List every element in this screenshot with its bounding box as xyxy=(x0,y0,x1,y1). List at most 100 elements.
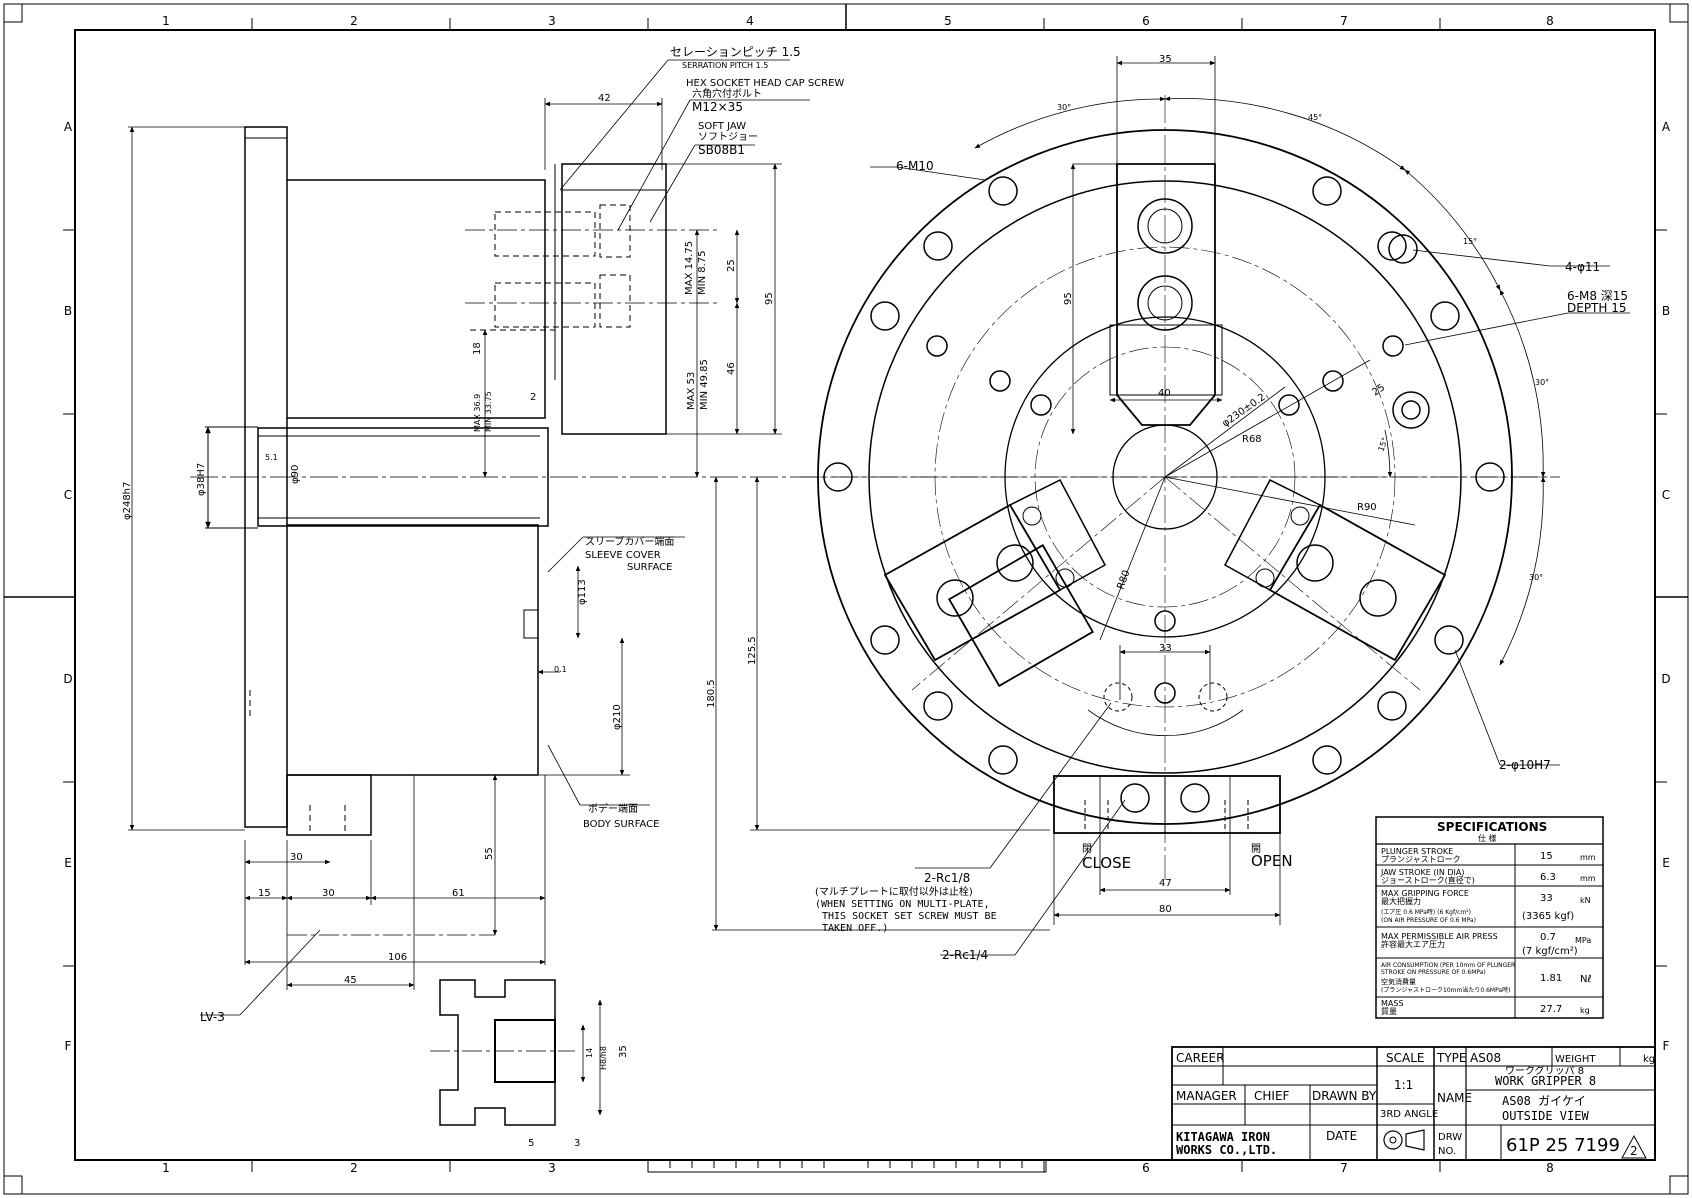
drw-label: DRW xyxy=(1438,1132,1462,1143)
drw-no-label: NO. xyxy=(1438,1146,1456,1157)
dim-max53: MAX 53 xyxy=(686,372,697,410)
spec-row-label-jp: ジョーストローク(直径で) xyxy=(1381,875,1475,885)
angle-15b: 15° xyxy=(1376,436,1389,452)
dim-25: 25 xyxy=(726,259,737,272)
spec-unit: kN xyxy=(1580,896,1591,905)
side-view xyxy=(190,126,1560,836)
row-label: E xyxy=(64,856,72,870)
name-label: NAME xyxy=(1437,1091,1472,1105)
drawn-by-label: DRAWN BY xyxy=(1312,1089,1377,1103)
spec-unit: MPa xyxy=(1575,936,1591,945)
col-label: 8 xyxy=(1546,1161,1554,1175)
dim-14: 14 xyxy=(585,1048,594,1058)
dim-46: 46 xyxy=(726,362,737,375)
spec-unit: kg xyxy=(1580,1006,1590,1015)
dim-38: φ38H7 xyxy=(196,463,207,496)
dim-42: 42 xyxy=(598,93,611,104)
dim-min4985: MIN 49.85 xyxy=(699,359,710,410)
note-line1: (WHEN SETTING ON MULTI-PLATE, xyxy=(815,899,990,910)
col-label: 4 xyxy=(746,14,754,28)
spec-row-label-jp: 質量 xyxy=(1381,1006,1397,1016)
angle-30c: 30° xyxy=(1529,573,1543,582)
screw-size: M12×35 xyxy=(692,100,743,114)
dim-80: 80 xyxy=(1159,904,1172,915)
label-2-rc18: 2-Rc1/8 xyxy=(924,871,970,885)
border-labels: 1 2 3 4 5 6 7 8 1 2 3 6 7 8 A B C D E F … xyxy=(63,14,1671,1175)
screw-label-jp: 六角穴付ボルト xyxy=(692,87,762,100)
dim-210: φ210 xyxy=(612,704,623,730)
row-label: A xyxy=(64,120,73,134)
col-label: 2 xyxy=(350,14,358,28)
col-label: 1 xyxy=(162,14,170,28)
dim-61: 61 xyxy=(452,888,465,899)
label-depth: DEPTH 15 xyxy=(1567,301,1627,315)
row-label: A xyxy=(1662,120,1671,134)
front-view-labels: 6-M10 4-φ11 6-M8 深15 DEPTH 15 2-φ10H7 2-… xyxy=(815,54,1628,962)
jaw-code: SB08B1 xyxy=(698,143,745,157)
spec-value-alt: (3365 kgf) xyxy=(1522,911,1574,922)
spec-value: 1.81 xyxy=(1540,973,1562,984)
dim-r68: R68 xyxy=(1242,434,1262,445)
sleeve-label-jp: スリーブカバー端面 xyxy=(585,535,674,548)
chief-label: CHIEF xyxy=(1254,1089,1290,1103)
title-block: CAREER MANAGER CHIEF DRAWN BY DATE KITAG… xyxy=(1171,1046,1656,1161)
dim-33: 33 xyxy=(1159,643,1172,654)
body-label-jp: ボデー端面 xyxy=(588,802,638,815)
dim-248: φ248h7 xyxy=(122,482,133,520)
dim-25-front: 25 xyxy=(1370,382,1387,398)
dim-15: 15 xyxy=(258,888,271,899)
lv-label: LV-3 xyxy=(200,1010,225,1024)
dim-5-1: 5.1 xyxy=(265,453,278,462)
row-label: F xyxy=(65,1039,72,1053)
row-label: E xyxy=(1662,856,1670,870)
body-label-en: BODY SURFACE xyxy=(583,819,659,830)
jaw-label-jp: ソフトジョー xyxy=(698,132,758,143)
spec-title: SPECIFICATIONS xyxy=(1437,820,1547,834)
row-label: D xyxy=(1661,672,1670,686)
col-label: 2 xyxy=(350,1161,358,1175)
col-label: 3 xyxy=(548,14,556,28)
row-label: C xyxy=(1662,488,1670,502)
career-label: CAREER xyxy=(1176,1051,1224,1065)
sleeve-label-en: SLEEVE COVER xyxy=(585,550,661,561)
revision: 2 xyxy=(1630,1144,1638,1158)
note-line2: THIS SOCKET SET SCREW MUST BE xyxy=(822,911,997,922)
col-label: 7 xyxy=(1340,14,1348,28)
screw-label-en: HEX SOCKET HEAD CAP SCREW xyxy=(686,78,844,89)
spec-unit: mm xyxy=(1580,874,1596,883)
spec-unit: Nℓ xyxy=(1580,974,1592,985)
spec-value: 33 xyxy=(1540,893,1553,904)
col-label: 3 xyxy=(548,1161,556,1175)
note-jp: (マルチプレートに取付以外は止栓) xyxy=(815,885,973,898)
col-label: 7 xyxy=(1340,1161,1348,1175)
manager-label: MANAGER xyxy=(1176,1089,1237,1103)
spec-row-label: PLUNGER STROKE xyxy=(1381,847,1453,856)
spec-row-label-jp: 最大把握力 xyxy=(1381,896,1421,906)
company-line1: KITAGAWA IRON xyxy=(1176,1130,1270,1144)
dim-95-front: 95 xyxy=(1063,292,1074,305)
dim-max1475: MAX 14.75 xyxy=(684,241,695,295)
label-2-rc14: 2-Rc1/4 xyxy=(942,948,988,962)
spec-value-alt: (7 kgf/cm²) xyxy=(1522,946,1578,957)
dim-35-detail: 35 xyxy=(618,1045,629,1058)
angle-30: 30° xyxy=(1057,103,1071,112)
side-dimensions xyxy=(128,59,1050,1016)
front-dimensions xyxy=(870,56,1630,956)
open-jp: 開 xyxy=(1251,843,1261,855)
spec-unit: mm xyxy=(1580,853,1596,862)
dim-r80: R80 xyxy=(1115,569,1132,591)
label-2-phi10: 2-φ10H7 xyxy=(1499,758,1551,772)
sheet-border xyxy=(3,3,1689,1195)
row-label: D xyxy=(63,672,72,686)
weight-unit: kg xyxy=(1643,1054,1655,1065)
dim-45: 45 xyxy=(344,975,357,986)
dim-90: φ90 xyxy=(290,465,301,484)
dim-35: 35 xyxy=(1159,54,1172,65)
spec-value: 15 xyxy=(1540,851,1553,862)
label-6-m10: 6-M10 xyxy=(896,159,934,173)
angle-label: 3RD ANGLE xyxy=(1380,1109,1438,1120)
detail-view xyxy=(430,979,603,1126)
col-label: 6 xyxy=(1142,14,1150,28)
